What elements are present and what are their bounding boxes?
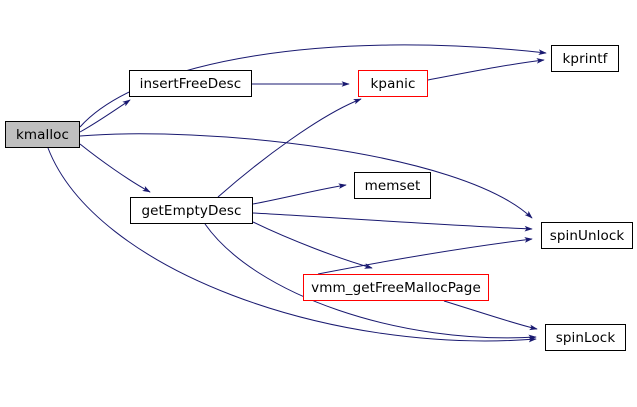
edge-getEmptyDesc-to-spinLock — [204, 223, 537, 341]
edge-kmalloc-to-spinLock — [47, 147, 537, 343]
graph-node-kprintf[interactable]: kprintf — [551, 45, 619, 72]
graph-node-label: vmm_getFreeMallocPage — [311, 279, 481, 296]
edge-vmm_getFreeMallocPage-to-spinLock — [443, 300, 538, 331]
graph-node-spinLock[interactable]: spinLock — [545, 324, 626, 351]
graph-node-label: spinUnlock — [549, 227, 625, 244]
graph-node-label: memset — [364, 177, 421, 194]
edges — [47, 44, 547, 343]
graph-node-kpanic[interactable]: kpanic — [358, 70, 428, 97]
graph-node-label: spinLock — [555, 329, 616, 346]
edge-getEmptyDesc-to-vmm_getFreeMallocPage — [252, 221, 373, 269]
graph-node-getEmptyDesc[interactable]: getEmptyDesc — [130, 197, 253, 224]
graph-node-label: kpanic — [370, 75, 416, 92]
edge-getEmptyDesc-to-memset — [252, 183, 347, 205]
graph-node-label: insertFreeDesc — [139, 75, 242, 92]
edge-getEmptyDesc-to-spinUnlock — [252, 212, 533, 232]
graph-node-spinUnlock[interactable]: spinUnlock — [541, 222, 633, 249]
edge-vmm_getFreeMallocPage-to-spinUnlock — [317, 237, 533, 275]
graph-node-label: kprintf — [562, 50, 608, 67]
graph-node-insertFreeDesc[interactable]: insertFreeDesc — [129, 70, 252, 97]
graph-node-memset[interactable]: memset — [354, 172, 431, 199]
graph-node-label: kmalloc — [15, 126, 70, 143]
graph-node-vmm_getFreeMallocPage[interactable]: vmm_getFreeMallocPage — [303, 274, 489, 301]
edge-kmalloc-to-kprintf — [79, 44, 547, 128]
edge-kmalloc-to-spinUnlock — [79, 133, 533, 219]
edge-kmalloc-to-insertFreeDesc — [79, 99, 131, 133]
graph-node-kmalloc[interactable]: kmalloc — [5, 121, 80, 148]
edge-kpanic-to-kprintf — [427, 58, 545, 81]
graph-node-label: getEmptyDesc — [141, 202, 242, 219]
edge-getEmptyDesc-to-kpanic — [217, 98, 362, 198]
edge-kmalloc-to-getEmptyDesc — [79, 143, 151, 193]
